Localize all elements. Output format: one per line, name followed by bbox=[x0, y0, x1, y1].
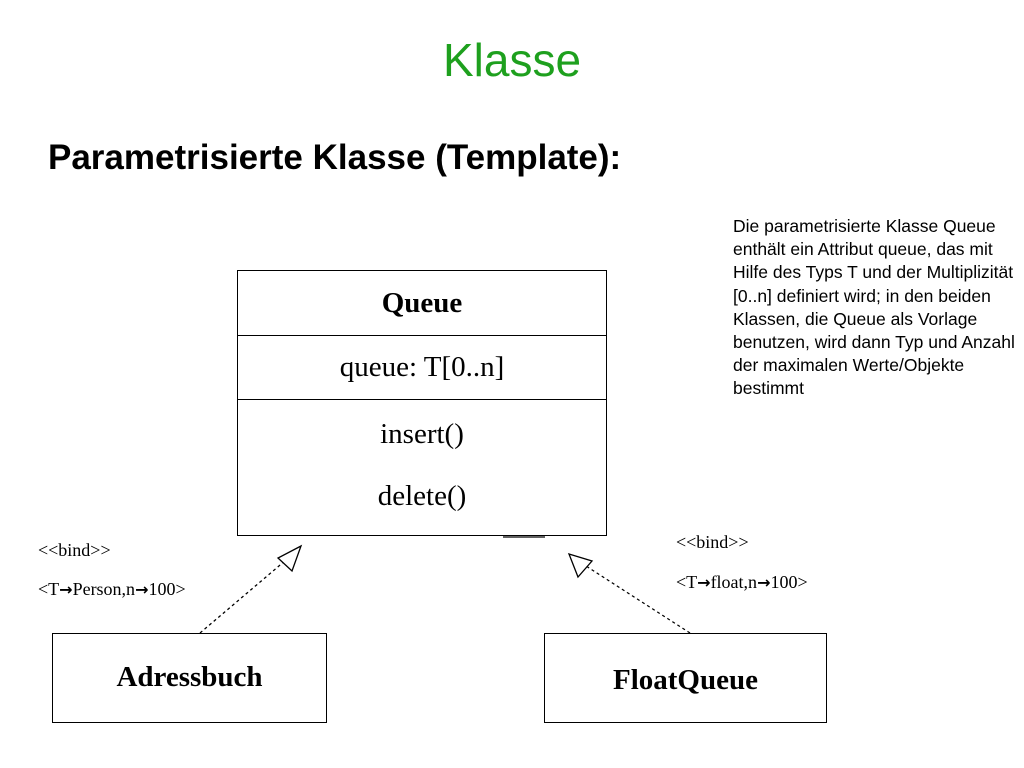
bind-stereotype-label: <<bind>> bbox=[38, 540, 111, 560]
class-name: FloatQueue bbox=[613, 663, 758, 696]
operation: delete() bbox=[377, 480, 467, 512]
realization-arrowhead bbox=[276, 544, 303, 573]
description-text: Die parametrisierte Klasse Queue enthält… bbox=[733, 216, 1015, 399]
attribute-compartment: queue: T[0..n] bbox=[238, 336, 606, 400]
right-arrow-icon: → bbox=[59, 580, 73, 599]
realization-arrowhead bbox=[567, 552, 594, 579]
uml-template-class: Queue queue: T[0..n] insert() delete() bbox=[237, 270, 607, 536]
right-arrow-icon: → bbox=[697, 573, 711, 592]
bind-dependency-line bbox=[199, 559, 287, 634]
slide-title: Klasse bbox=[442, 34, 582, 86]
binding-text: Person,n bbox=[72, 579, 136, 599]
binding-text: <T bbox=[38, 579, 60, 599]
bind-dependency-line bbox=[585, 565, 691, 634]
attribute: queue: T[0..n] bbox=[339, 351, 505, 383]
binding-parameters-label: <T→Person,n→100> bbox=[38, 578, 186, 601]
binding-text: <T bbox=[676, 572, 698, 592]
binding-parameters-label: <T→float,n→100> bbox=[676, 571, 808, 594]
bound-class-floatqueue: FloatQueue bbox=[544, 633, 827, 723]
operation-compartment: insert() delete() bbox=[238, 400, 606, 512]
class-name: Queue bbox=[381, 286, 463, 319]
binding-text: 100> bbox=[770, 572, 808, 592]
bound-class-adressbuch: Adressbuch bbox=[52, 633, 327, 723]
right-arrow-icon: → bbox=[135, 580, 149, 599]
section-heading: Parametrisierte Klasse (Template): bbox=[48, 138, 622, 177]
right-arrow-icon: → bbox=[757, 573, 771, 592]
bind-stereotype-label: <<bind>> bbox=[676, 532, 749, 552]
operation: insert() bbox=[380, 418, 464, 450]
binding-text: 100> bbox=[148, 579, 186, 599]
class-name-compartment: Queue bbox=[238, 271, 606, 336]
binding-text: float,n bbox=[710, 572, 758, 592]
class-name: Adressbuch bbox=[116, 660, 263, 693]
